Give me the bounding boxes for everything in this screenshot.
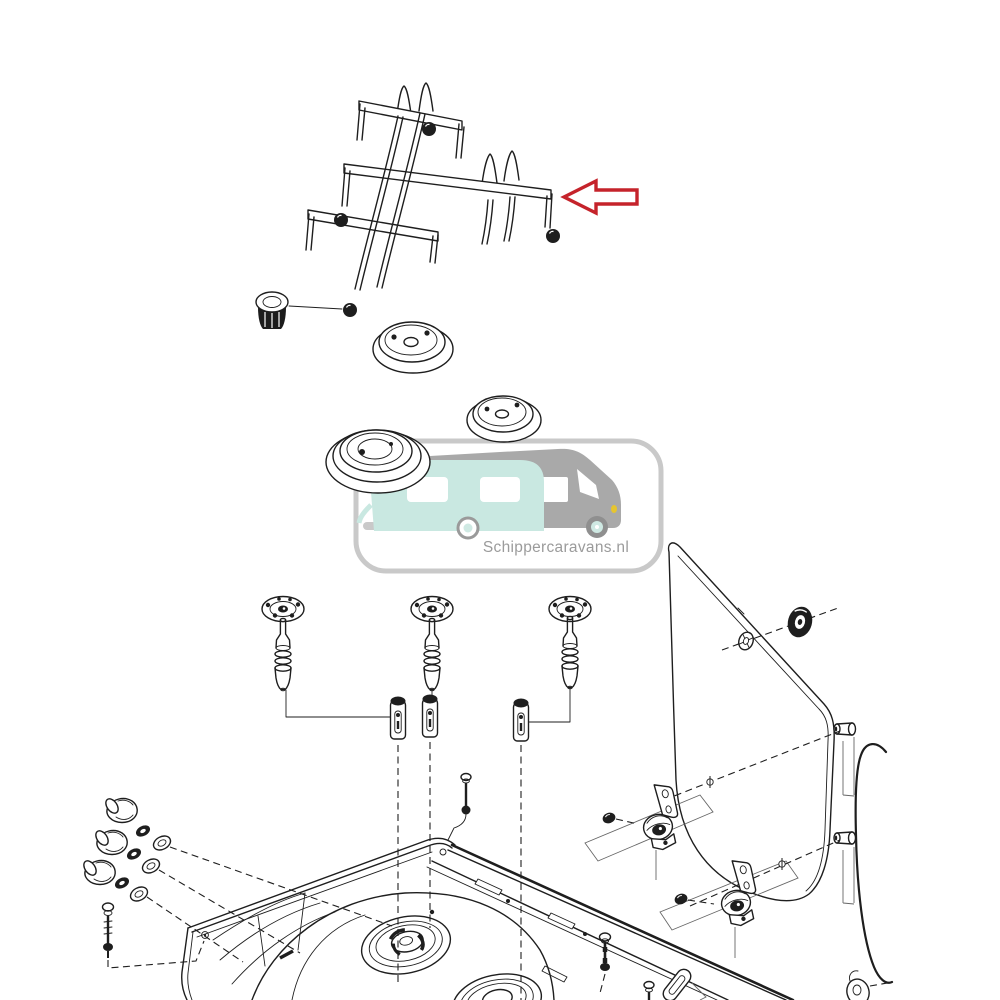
lid-washer — [738, 631, 754, 651]
hinge-nut — [600, 810, 618, 826]
thermocouple-screw — [447, 772, 472, 841]
seal-ring — [150, 832, 174, 854]
gas-elbow-fittings — [80, 795, 393, 969]
hinge-pin — [833, 831, 857, 845]
slot-plate — [662, 968, 692, 1000]
hinge-bolt — [643, 980, 655, 1000]
glass-lid — [667, 542, 894, 984]
mounting-foot-and-buffer — [255, 291, 358, 329]
grid-bar-middle — [343, 163, 552, 200]
hinge-screw — [706, 775, 714, 789]
washer — [125, 846, 143, 862]
elbow-fitting — [92, 827, 128, 856]
burner-injector-assemblies — [261, 595, 592, 1000]
hinge-screw — [778, 857, 786, 871]
burner-valve-body — [274, 617, 292, 692]
rubber-buffer — [333, 212, 349, 228]
hinge-nut — [672, 891, 690, 907]
lid-hinge — [712, 856, 764, 930]
hinge-pin — [833, 722, 857, 736]
pan-support-grid-assembly — [305, 82, 561, 291]
pointer-arrow — [560, 178, 639, 216]
bottom-fasteners — [598, 932, 894, 1000]
burner-recess — [451, 973, 543, 1000]
headlight — [611, 505, 617, 513]
burner-cap-large — [325, 429, 431, 494]
burner-recess — [360, 915, 452, 975]
lid-grommet — [787, 606, 813, 638]
injector-fitting — [389, 695, 407, 741]
washer — [134, 823, 152, 839]
washer — [113, 875, 131, 891]
watermark-logo: Schippercaravans.nl — [353, 438, 664, 574]
grid-bar-top — [358, 100, 463, 131]
elbow-fitting — [102, 795, 138, 824]
injector-fitting — [512, 697, 530, 743]
seal-ring — [127, 883, 151, 905]
lid-hinges — [584, 730, 841, 958]
burner-valve-body — [561, 615, 579, 690]
hinge-bracket — [846, 970, 894, 1000]
rubber-buffer — [421, 121, 437, 137]
burner-caps — [325, 321, 542, 494]
mounting-screw — [101, 902, 115, 958]
rubber-buffer — [342, 302, 358, 318]
seal-ring — [139, 855, 163, 877]
lid-stay-rod — [854, 743, 894, 984]
burner-cap-small — [372, 321, 454, 374]
elbow-fitting — [80, 857, 116, 886]
rubber-buffer — [545, 228, 561, 244]
hob-basin — [181, 837, 795, 1000]
injector-fitting — [421, 693, 439, 739]
burner-cap-small — [466, 395, 542, 443]
hinge-bolt — [598, 932, 612, 994]
burner-valve-body — [423, 617, 441, 692]
watermark-text: Schippercaravans.nl — [483, 539, 629, 556]
